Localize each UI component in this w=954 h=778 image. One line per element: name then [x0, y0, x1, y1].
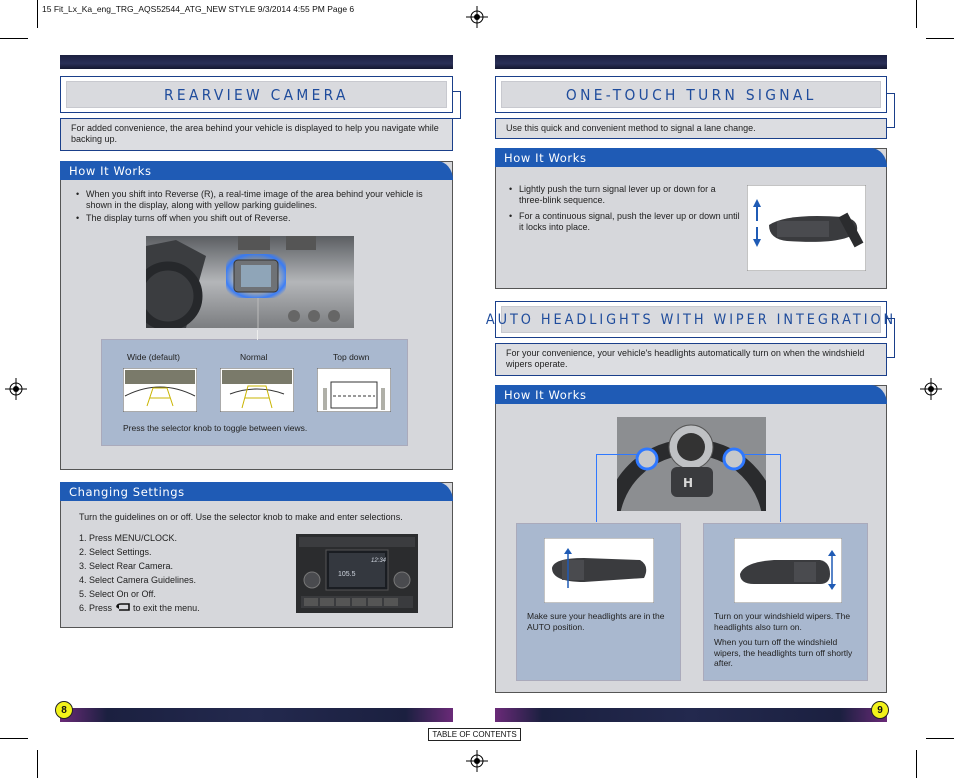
- radio-frequency: 105.5: [338, 571, 356, 578]
- leader-line: [596, 454, 638, 455]
- headlight-caption: Make sure your headlights are in the AUT…: [527, 611, 665, 632]
- step-item: 4. Select Camera Guidelines.: [79, 575, 197, 585]
- bullet-list: Lightly push the turn signal lever up or…: [509, 184, 741, 235]
- changing-settings-panel: Changing Settings Turn the guidelines on…: [60, 482, 453, 628]
- header-bar-left: [60, 55, 453, 69]
- wiper-caption-2: When you turn off the windshield wipers,…: [714, 637, 853, 668]
- title-bracket: [887, 318, 895, 358]
- wide-view-thumbnail: [123, 368, 197, 412]
- headlight-lever-panel: Make sure your headlights are in the AUT…: [516, 523, 681, 681]
- crop-mark: [926, 38, 954, 39]
- footer-bar-right: [495, 708, 887, 722]
- turn-signal-intro: Use this quick and convenient method to …: [495, 118, 887, 139]
- crop-mark: [916, 0, 917, 28]
- crop-mark: [926, 738, 954, 739]
- section-heading: How It Works: [60, 161, 453, 180]
- footer-bar-left: [60, 708, 453, 722]
- headlights-how-it-works-panel: How It Works H Make sure your headlights…: [495, 385, 887, 693]
- audio-unit-photo: 105.5 12:34: [296, 534, 418, 613]
- step-item: 5. Select On or Off.: [79, 589, 156, 599]
- back-arrow-icon: [115, 603, 130, 611]
- leader-line: [596, 454, 597, 522]
- registration-mark-icon: [466, 750, 488, 772]
- wiper-lever-panel: Turn on your windshield wipers. The head…: [703, 523, 868, 681]
- rearview-title-frame: REARVIEW CAMERA: [60, 76, 453, 113]
- step-item: 6. Press to exit the menu.: [79, 601, 200, 615]
- step-item: 1. Press MENU/CLOCK.: [79, 533, 178, 543]
- crop-mark: [0, 738, 28, 739]
- registration-mark-icon: [920, 378, 942, 400]
- step-item: 2. Select Settings.: [79, 547, 152, 557]
- section-heading: How It Works: [495, 148, 887, 167]
- headlights-intro: For your convenience, your vehicle's hea…: [495, 343, 887, 376]
- list-item: The display turns off when you shift out…: [76, 213, 446, 224]
- view-label-top-down: Top down: [333, 352, 370, 362]
- list-item: Lightly push the turn signal lever up or…: [509, 184, 741, 206]
- list-item: When you shift into Reverse (R), a real-…: [76, 189, 446, 211]
- section-heading: Changing Settings: [60, 482, 453, 501]
- turn-signal-title-frame: ONE-TOUCH TURN SIGNAL: [495, 76, 887, 113]
- radio-time: 12:34: [371, 558, 387, 564]
- steering-wheel-photo: H: [617, 417, 766, 511]
- section-heading: How It Works: [495, 385, 887, 404]
- dashboard-camera-photo: [146, 236, 354, 328]
- normal-view-thumbnail: [220, 368, 294, 412]
- camera-views-panel: Wide (default) Normal Top down Press the…: [101, 339, 408, 446]
- section-title: AUTO HEADLIGHTS WITH WIPER INTEGRATION: [485, 311, 897, 328]
- crop-mark: [0, 38, 28, 39]
- top-down-view-thumbnail: [317, 368, 391, 412]
- view-label-normal: Normal: [240, 352, 268, 362]
- headlights-title-frame: AUTO HEADLIGHTS WITH WIPER INTEGRATION: [486, 301, 893, 338]
- headlight-lever-photo: [544, 538, 654, 603]
- header-bar-right: [495, 55, 887, 69]
- leader-line: [744, 454, 780, 455]
- view-label-wide: Wide (default): [127, 352, 180, 362]
- crop-mark: [916, 750, 917, 778]
- settings-steps: 1. Press MENU/CLOCK. 2. Select Settings.…: [79, 531, 200, 615]
- page-number-left: 8: [55, 701, 73, 719]
- rearview-intro: For added convenience, the area behind y…: [60, 118, 453, 151]
- table-of-contents-link[interactable]: TABLE OF CONTENTS: [428, 728, 521, 741]
- turn-signal-lever-photo: [747, 185, 866, 271]
- crop-mark: [37, 0, 38, 28]
- registration-mark-icon: [5, 378, 27, 400]
- title-bracket: [453, 91, 461, 119]
- wiper-lever-photo: [734, 538, 842, 603]
- leader-line: [780, 454, 781, 522]
- section-title: ONE-TOUCH TURN SIGNAL: [565, 85, 817, 104]
- leader-line: [257, 330, 258, 340]
- rearview-how-it-works-panel: How It Works When you shift into Reverse…: [60, 161, 453, 470]
- page-number-right: 9: [871, 701, 889, 719]
- list-item: For a continuous signal, push the lever …: [509, 211, 741, 233]
- page-title: REARVIEW CAMERA: [164, 85, 349, 104]
- wiper-caption-1: Turn on your windshield wipers. The head…: [714, 611, 851, 632]
- step-text: 6. Press: [79, 603, 113, 613]
- title-bracket: [887, 93, 895, 128]
- brand-logo-icon: H: [683, 476, 693, 490]
- views-caption: Press the selector knob to toggle betwee…: [123, 423, 308, 433]
- registration-mark-icon: [466, 6, 488, 28]
- bullet-list: When you shift into Reverse (R), a real-…: [76, 189, 446, 226]
- settings-intro: Turn the guidelines on or off. Use the s…: [79, 512, 403, 522]
- crop-mark: [37, 750, 38, 778]
- step-text: to exit the menu.: [133, 603, 200, 613]
- step-item: 3. Select Rear Camera.: [79, 561, 174, 571]
- print-slug: 15 Fit_Lx_Ka_eng_TRG_AQS52544_ATG_NEW ST…: [42, 4, 355, 14]
- turn-signal-how-it-works-panel: How It Works Lightly push the turn signa…: [495, 148, 887, 289]
